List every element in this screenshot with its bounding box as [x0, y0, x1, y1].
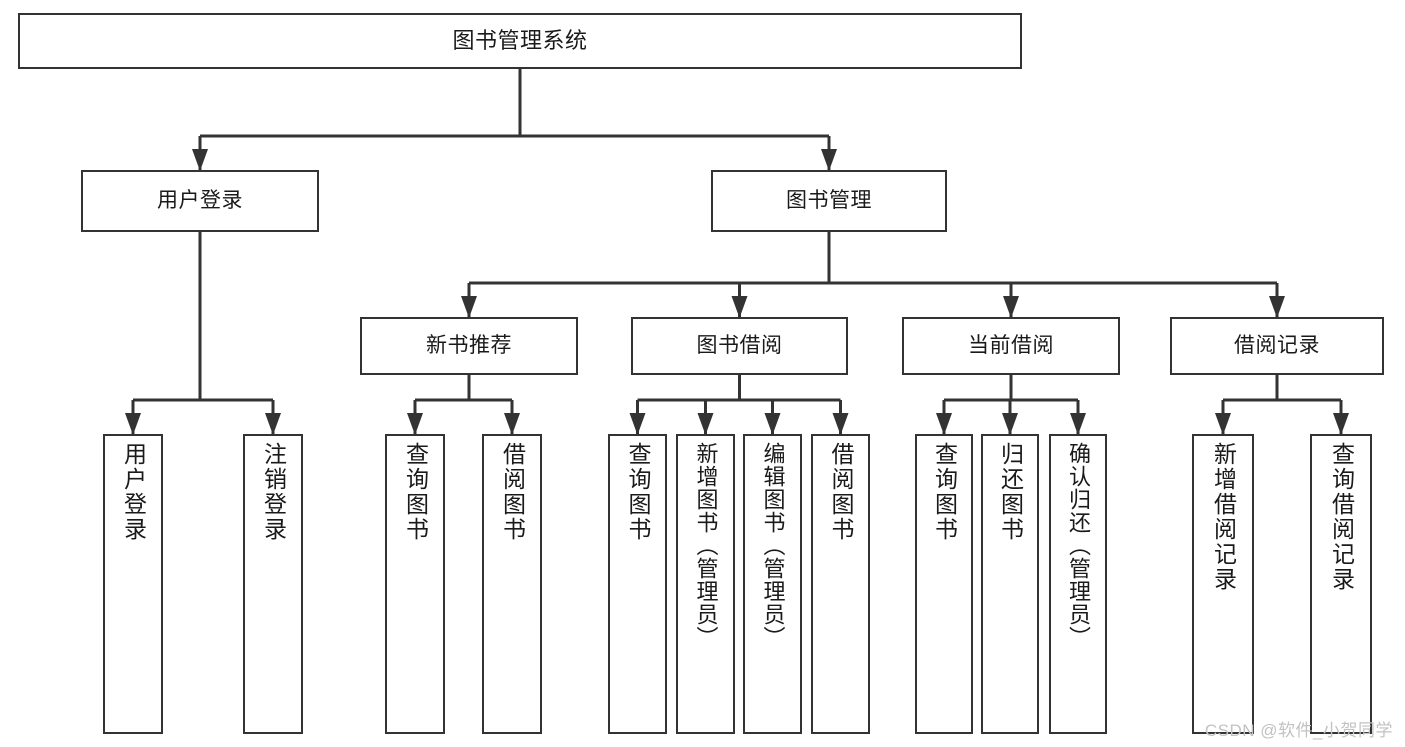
node-label: 图书借阅 — [696, 333, 783, 357]
arrow-head — [125, 413, 141, 435]
arrow-head — [1215, 413, 1231, 435]
node-label: 用户登录 — [120, 442, 147, 542]
node-label: 当前借阅 — [968, 333, 1054, 357]
node-leaf-6[interactable]: 新增图书（管理员） — [676, 434, 735, 734]
arrow-head — [1003, 296, 1019, 318]
node-borrow-rec[interactable]: 借阅记录 — [1170, 317, 1384, 375]
watermark: CSDN @软件_小贺同学 — [1204, 721, 1393, 740]
arrow-head — [192, 149, 208, 171]
node-label: 新增图书（管理员） — [693, 442, 719, 649]
arrow-head — [461, 296, 477, 318]
node-label: 新增借阅记录 — [1210, 442, 1237, 592]
arrow-head — [936, 413, 952, 435]
node-leaf-12[interactable]: 新增借阅记录 — [1192, 434, 1254, 734]
node-label: 图书管理 — [786, 188, 872, 212]
node-label: 借阅记录 — [1234, 333, 1320, 357]
node-leaf-13[interactable]: 查询借阅记录 — [1310, 434, 1372, 734]
node-leaf-8[interactable]: 借阅图书 — [811, 434, 870, 734]
arrow-head — [265, 413, 281, 435]
node-new-book-rec[interactable]: 新书推荐 — [360, 317, 578, 375]
node-label: 查询图书 — [402, 442, 429, 542]
node-leaf-10[interactable]: 归还图书 — [981, 434, 1039, 734]
node-leaf-11[interactable]: 确认归还（管理员） — [1049, 434, 1107, 734]
node-book-borrow[interactable]: 图书借阅 — [631, 317, 848, 375]
arrow-head — [1002, 413, 1018, 435]
arrow-head — [832, 413, 849, 435]
node-root[interactable]: 图书管理系统 — [18, 13, 1022, 69]
node-leaf-1[interactable]: 用户登录 — [103, 434, 163, 734]
node-label: 注销登录 — [260, 442, 287, 542]
node-leaf-4[interactable]: 借阅图书 — [482, 434, 542, 734]
node-label: 借阅图书 — [828, 442, 854, 542]
arrow-head — [1269, 296, 1285, 318]
arrow-head — [407, 413, 423, 435]
node-label: 查询图书 — [931, 442, 958, 542]
arrow-head — [731, 296, 748, 318]
arrow-head — [1070, 413, 1086, 435]
node-label: 查询图书 — [625, 442, 651, 542]
arrow-head — [1333, 413, 1349, 435]
node-leaf-3[interactable]: 查询图书 — [385, 434, 445, 734]
arrow-head — [821, 149, 837, 171]
node-leaf-9[interactable]: 查询图书 — [915, 434, 973, 734]
node-cur-borrow[interactable]: 当前借阅 — [902, 317, 1120, 375]
arrow-head — [629, 413, 646, 435]
arrow-head — [764, 413, 781, 435]
node-label: 新书推荐 — [426, 333, 512, 357]
node-user-login[interactable]: 用户登录 — [81, 170, 319, 232]
node-leaf-7[interactable]: 编辑图书（管理员） — [743, 434, 802, 734]
arrow-head — [697, 413, 714, 435]
arrow-head — [504, 413, 520, 435]
node-leaf-2[interactable]: 注销登录 — [243, 434, 303, 734]
node-label: 归还图书 — [997, 442, 1024, 542]
node-leaf-5[interactable]: 查询图书 — [608, 434, 667, 734]
node-label: 用户登录 — [157, 188, 243, 212]
node-label: 编辑图书（管理员） — [760, 442, 786, 649]
node-label: 确认归还（管理员） — [1066, 442, 1091, 649]
node-label: 借阅图书 — [499, 442, 526, 542]
node-label: 图书管理系统 — [452, 28, 588, 54]
node-label: 查询借阅记录 — [1328, 442, 1355, 592]
node-book-manage[interactable]: 图书管理 — [711, 170, 947, 232]
